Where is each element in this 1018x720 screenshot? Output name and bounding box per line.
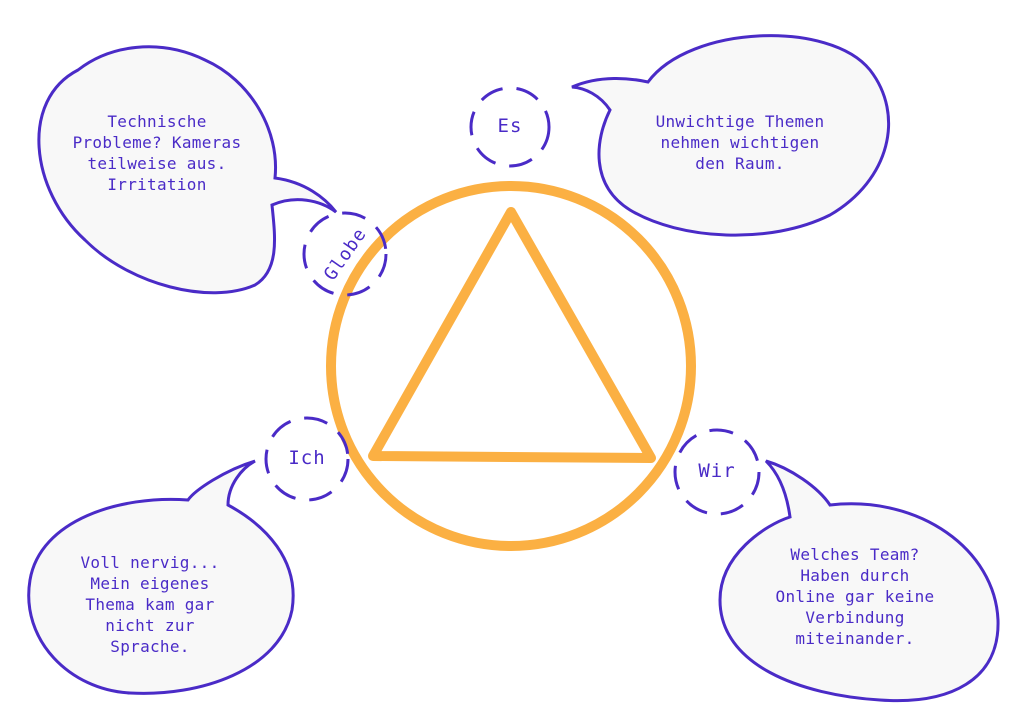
bubble-text-ich: Voll nervig... Mein eigenes Thema kam ga… [80, 553, 220, 656]
bubble-text-wir: Welches Team? Haben durch Online gar kei… [775, 545, 935, 648]
node-circle-es [469, 86, 551, 168]
node-label-ich: Ich [288, 447, 326, 469]
speech-bubble-ich [27, 459, 295, 695]
node-label-wir: Wir [698, 460, 736, 482]
node-label-globe: Globe [320, 224, 371, 285]
globe-circle [326, 181, 696, 551]
speech-bubble-globe [37, 45, 338, 295]
bubble-text-globe: Technische Probleme? Kameras teilweise a… [72, 112, 242, 194]
node-circle-ich [264, 416, 350, 502]
speech-bubble-wir [718, 459, 1000, 703]
node-label-es: Es [497, 115, 523, 137]
tzi-triangle [368, 207, 656, 463]
node-circle-wir [673, 428, 761, 516]
node-circle-globe [302, 211, 388, 297]
bubble-text-es: Unwichtige Themen nehmen wichtigen den R… [655, 112, 825, 173]
speech-bubble-es [571, 34, 891, 237]
